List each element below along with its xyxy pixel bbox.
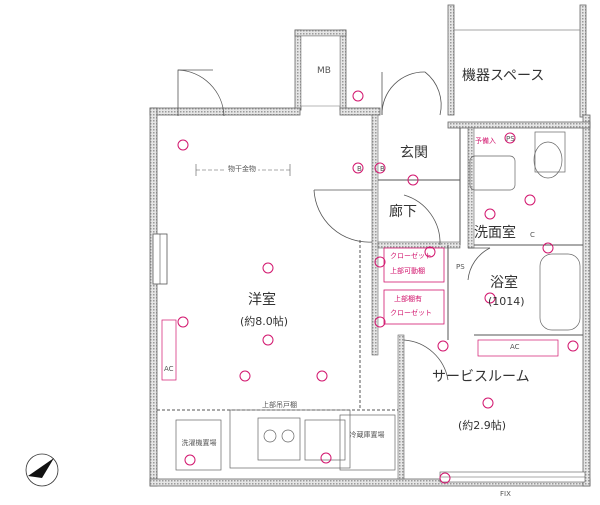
outlet-marker [352, 162, 364, 174]
outlet-marker [424, 246, 436, 258]
spare-label: 予備入 [475, 137, 496, 145]
outlet-marker [177, 316, 189, 328]
ac-label-right: AC [510, 343, 520, 351]
outlet-marker [567, 340, 579, 352]
outlet-marker [316, 370, 328, 382]
outer-walls [149, 107, 591, 487]
outlet-marker [184, 454, 196, 466]
hanger-line [195, 164, 291, 176]
compass [25, 453, 59, 487]
outlet-marker [374, 162, 386, 174]
laundry-label: 洗濯機置場 [181, 439, 217, 447]
closet2-name: クローゼット [390, 309, 432, 317]
closet2-note: 上部棚有 [394, 295, 422, 303]
service-room-name: サービスルーム [432, 369, 530, 385]
left-window [152, 233, 168, 285]
outlet-marker [320, 452, 332, 464]
outlet-marker [407, 174, 419, 186]
bathroom-size: (1014) [488, 295, 525, 308]
outlet-marker [524, 194, 536, 206]
door-swings [177, 69, 491, 381]
b-label-2: B [380, 165, 385, 173]
fridge-label: 冷蔵庫置場 [349, 431, 385, 439]
electrical-markers [177, 90, 579, 484]
c-label: C [530, 231, 535, 239]
fix-label: FIX [500, 490, 511, 498]
mb-walls [294, 29, 347, 111]
outlet-marker [262, 334, 274, 346]
western-room-name: 洋室 [248, 292, 276, 308]
ps-label-mid: PS [456, 263, 465, 271]
kitchen [175, 409, 396, 471]
ps-label-top: PS [506, 135, 515, 143]
outlet-marker [484, 292, 496, 304]
outlet-marker [437, 340, 449, 352]
outlet-marker [542, 242, 554, 254]
closet1-note: 上部可動棚 [390, 267, 425, 275]
outlet-marker [262, 262, 274, 274]
outlet-marker [482, 397, 494, 409]
bathroom-label: 浴室 [490, 275, 518, 291]
entrance-label: 玄関 [400, 145, 428, 161]
mb-label: MB [317, 66, 331, 76]
outlet-marker [239, 370, 251, 382]
outlet-marker [374, 256, 386, 268]
bottom-windows [439, 471, 586, 483]
outlet-marker [504, 132, 516, 144]
hanger-label: 物干金物 [226, 165, 258, 173]
washroom-label: 洗面室 [474, 225, 516, 241]
hallway-label: 廊下 [389, 204, 417, 220]
ac-label-left: AC [164, 365, 174, 373]
ac-units [161, 319, 559, 381]
service-room-size: (約2.9帖) [458, 419, 507, 432]
western-room-size: (約8.0帖) [240, 315, 289, 328]
bath-fixtures [469, 131, 581, 331]
outlet-marker [484, 208, 496, 220]
outlet-marker [177, 139, 189, 151]
b-label-1: B [357, 165, 362, 173]
equipment-walls [447, 4, 587, 118]
upper-cabinet-label: 上部吊戸棚 [262, 401, 297, 409]
outlet-marker [352, 90, 364, 102]
outlet-marker [439, 472, 451, 484]
equipment-space-label: 機器スペース [462, 68, 545, 84]
outlet-marker [374, 316, 386, 328]
closet1-name: クローゼット [390, 252, 432, 260]
